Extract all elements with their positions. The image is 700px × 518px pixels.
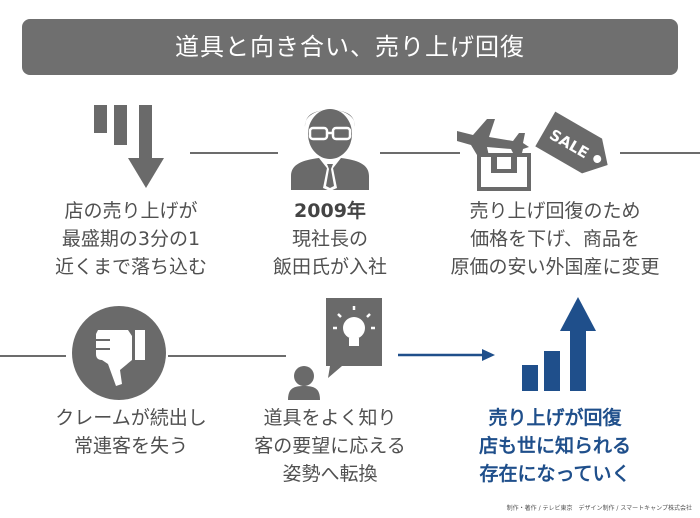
rising-chart-icon <box>522 297 596 391</box>
step-text-line: 原価の安い外国産に変更 <box>450 256 660 278</box>
declining-chart-icon <box>94 105 164 188</box>
step-text-line: 飯田氏が入社 <box>272 256 387 278</box>
connector-line <box>168 355 286 357</box>
step-1-text: 店の売り上げが 最盛期の3分の1 近くまで落ち込む <box>36 197 226 281</box>
step-text-line: 近くまで落ち込む <box>54 256 207 278</box>
connector-line <box>190 152 278 154</box>
step-text-line: 道具をよく知り <box>263 407 397 429</box>
credit-footer: 制作・著作 / テレビ東京 デザイン制作 / スマートキャンプ株式会社 <box>506 505 692 512</box>
step-text-line: 価格を下げ、商品を <box>470 228 640 250</box>
step-text-line: 現社長の <box>291 228 368 250</box>
idea-speaker-icon <box>288 298 382 400</box>
step-text-line: 常連客を失う <box>73 435 188 457</box>
businessman-icon <box>291 109 369 191</box>
step-2-text: 2009年 現社長の 飯田氏が入社 <box>235 197 425 281</box>
step-text-line: 売り上げが回復 <box>488 407 622 429</box>
step-text-line: 存在になっていく <box>479 463 631 485</box>
connector-line <box>620 152 700 154</box>
step-text-line: 店の売り上げが <box>64 200 198 222</box>
step-text-line: 店も世に知られる <box>478 435 631 457</box>
connector-line <box>0 355 66 357</box>
connector-line <box>380 152 460 154</box>
step-3-text: 売り上げ回復のため 価格を下げ、商品を 原価の安い外国産に変更 <box>430 197 680 281</box>
step-text-line: 最盛期の3分の1 <box>61 228 201 250</box>
title-bar: 道具と向き合い、売り上げ回復 <box>22 19 678 75</box>
step-6-text: 売り上げが回復 店も世に知られる 存在になっていく <box>450 404 660 488</box>
step-4-text: クレームが続出し 常連客を失う <box>36 404 226 460</box>
thumbs-down-icon <box>72 306 166 400</box>
step-year: 2009年 <box>294 200 366 222</box>
step-text-line: 客の要望に応える <box>254 435 406 457</box>
step-text-line: 売り上げ回復のため <box>469 200 641 222</box>
arrow-connector <box>398 349 495 361</box>
import-sale-icon: SALE <box>457 111 608 191</box>
step-text-line: クレームが続出し <box>55 407 207 429</box>
step-text-line: 姿勢へ転換 <box>282 463 378 485</box>
step-5-text: 道具をよく知り 客の要望に応える 姿勢へ転換 <box>235 404 425 488</box>
